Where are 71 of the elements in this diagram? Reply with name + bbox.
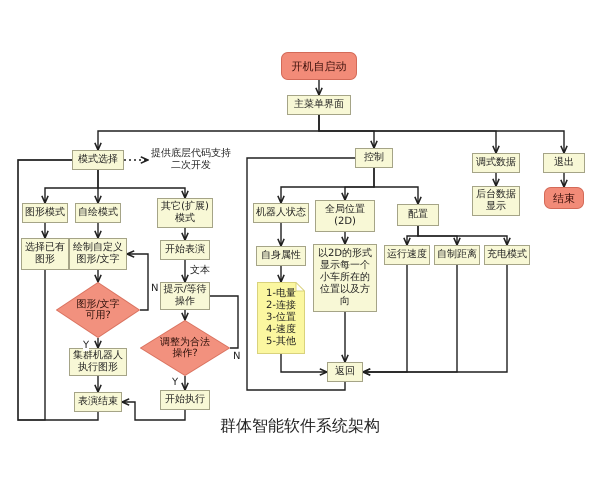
decision-diamond	[140, 320, 230, 376]
connector-line	[17, 159, 99, 421]
arrow	[277, 223, 285, 247]
arrow	[94, 376, 102, 393]
arrow	[318, 115, 568, 154]
note-text: 4-速度	[266, 324, 296, 336]
decision-diamond	[56, 282, 140, 338]
process-box: 返回	[327, 362, 363, 382]
process-box: 自绘模式	[75, 203, 121, 223]
process-box: 主菜单界面	[287, 95, 351, 115]
process-box: 充电模式	[484, 245, 530, 265]
arrow	[277, 266, 285, 283]
arrow	[560, 173, 568, 188]
process-box: 机器人状态	[253, 203, 309, 223]
note-box	[257, 282, 305, 354]
process-box: 后台数据显示	[472, 186, 520, 216]
process-box: 以2D的形式显示每一个小车所在的位置以及方向	[313, 244, 377, 312]
arrow	[94, 223, 102, 239]
arrow	[181, 376, 189, 391]
decision-text: 图形/文字可用?	[75, 299, 121, 321]
arrow	[362, 265, 508, 376]
arrow	[373, 168, 422, 205]
process-box: 退出	[543, 153, 585, 173]
dotted-arrow	[124, 156, 149, 164]
arrow	[181, 310, 189, 321]
terminal-box: 开机自启动	[281, 52, 357, 80]
edge-label: N	[233, 351, 240, 362]
arrow	[341, 312, 349, 363]
arrow	[341, 232, 349, 245]
arrow	[315, 80, 323, 96]
process-box: 配置	[397, 204, 439, 226]
edge-label: Y	[83, 340, 90, 351]
process-box: 其它(扩展)模式	[157, 198, 213, 228]
connector-line	[210, 295, 239, 349]
process-box: 表演结束	[74, 392, 122, 412]
process-box: 图形模式	[22, 203, 68, 223]
note-text: 5-其他	[266, 336, 296, 348]
process-box: 开始表演	[160, 240, 210, 260]
process-box: 开始执行	[160, 390, 210, 410]
process-box: 自身属性	[256, 246, 306, 266]
arrow	[94, 270, 102, 283]
process-box: 运行速度	[384, 245, 430, 265]
note-text: 1-电量	[266, 288, 296, 300]
decision-text: 调整为合法操作?	[159, 337, 211, 359]
diagram-caption: 群体智能软件系统架构	[220, 416, 380, 436]
connector-line	[246, 157, 355, 391]
edge-label: N	[151, 283, 158, 294]
process-box: 自制距离	[434, 245, 480, 265]
process-box: 绘制自定义图形/文字	[69, 238, 127, 270]
note-text: 3-位置	[266, 312, 296, 324]
arrow	[126, 250, 149, 311]
process-box: 调式数据	[472, 153, 520, 173]
process-box: 选择已有图形	[21, 238, 69, 270]
arrow	[492, 173, 500, 187]
arrow	[280, 354, 328, 376]
process-box: 提示/等待操作	[160, 282, 210, 310]
arrow	[121, 398, 186, 421]
arrow	[41, 223, 49, 239]
arrow	[417, 226, 511, 246]
arrow	[181, 260, 189, 283]
process-box: 模式选择	[72, 150, 124, 170]
arrow	[97, 170, 189, 199]
note-text: 2-连接	[266, 300, 296, 312]
edge-label: 文本	[190, 265, 210, 276]
terminal-box: 结束	[544, 187, 584, 209]
annotation-text: 提供底层代码支持二次开发	[148, 147, 234, 173]
process-box: 全局位置(2D)	[315, 200, 375, 232]
arrow	[181, 228, 189, 241]
arrow	[94, 338, 102, 349]
process-box: 控制	[355, 148, 393, 168]
edge-label: Y	[172, 377, 178, 388]
